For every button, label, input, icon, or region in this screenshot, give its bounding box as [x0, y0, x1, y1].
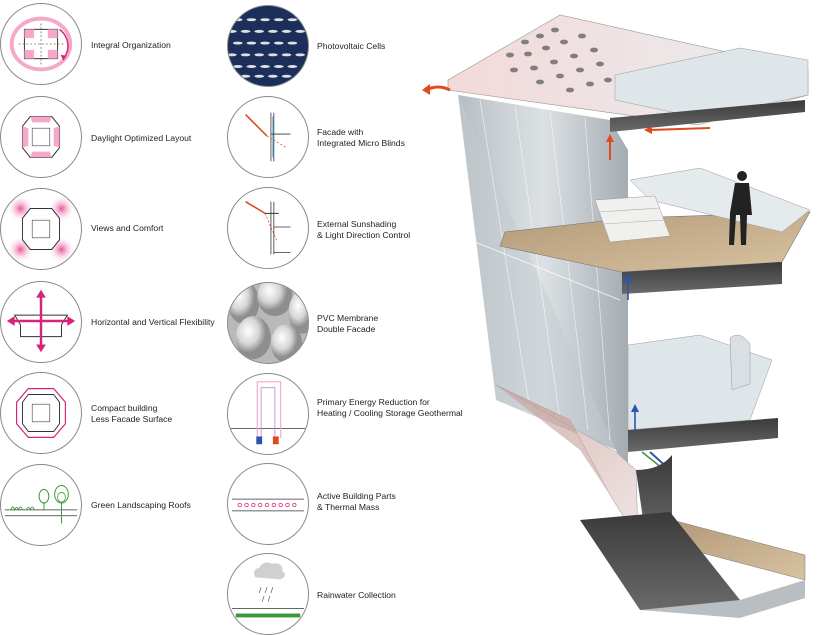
green-roof-icon [0, 464, 82, 546]
thermal-mass-icon [227, 463, 309, 545]
feature-label: Rainwater Collection [317, 590, 396, 600]
feature-label: Integral Organization [91, 40, 171, 50]
sunshading-icon [227, 187, 309, 269]
views-comfort-icon [0, 188, 82, 270]
photovoltaic-cells-icon [227, 5, 309, 87]
feature-label: Views and Comfort [91, 223, 164, 233]
feature-label: Daylight Optimized Layout [91, 133, 192, 143]
feature-label: Horizontal and Vertical Flexibility [91, 317, 215, 327]
integral-organization-icon [0, 3, 82, 85]
feature-label: PVC Membrane Double Facade [317, 313, 379, 334]
geothermal-icon [227, 373, 309, 455]
daylight-layout-icon [0, 96, 82, 178]
feature-label: Primary Energy Reduction for Heating / C… [317, 397, 463, 418]
compact-building-icon [0, 372, 82, 454]
pvc-membrane-icon [227, 282, 309, 364]
building-section-illustration [422, 14, 811, 618]
feature-label: Green Landscaping Roofs [91, 500, 191, 510]
micro-blinds-facade-icon [227, 96, 309, 178]
flexibility-arrows-icon [0, 281, 82, 363]
feature-label: External Sunshading & Light Direction Co… [317, 219, 411, 240]
feature-label: Facade with Integrated Micro Blinds [317, 127, 405, 148]
feature-label: Photovoltaic Cells [317, 41, 386, 51]
rainwater-collection-icon [227, 553, 309, 635]
feature-label: Active Building Parts & Thermal Mass [317, 491, 396, 512]
feature-label: Compact building Less Facade Surface [91, 403, 173, 424]
